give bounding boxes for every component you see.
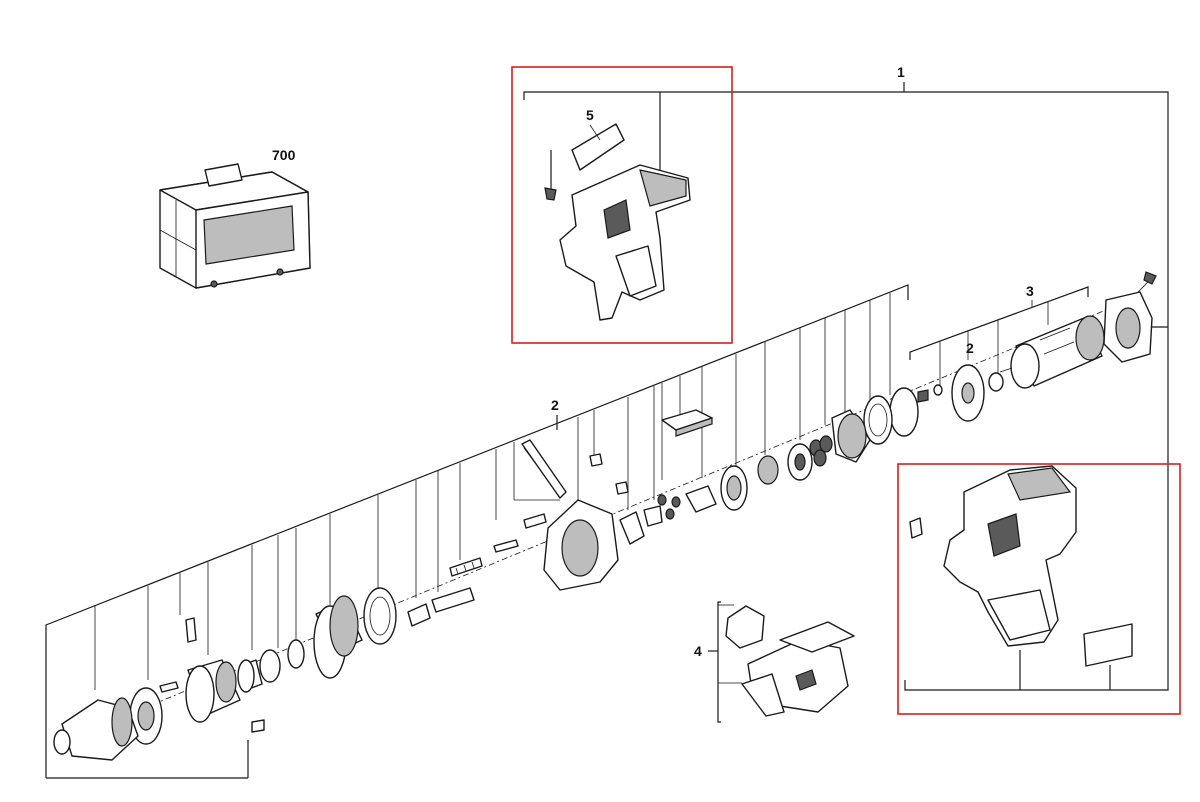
assembly-brackets bbox=[45, 82, 1169, 779]
washer-part bbox=[889, 387, 919, 437]
motor-part bbox=[999, 315, 1105, 389]
retaining-ring-part bbox=[287, 639, 305, 669]
callout-labels: 1 5 700 3 2 2 4 bbox=[272, 64, 1034, 659]
torque-ring-part bbox=[363, 587, 397, 645]
bracket-clip-part bbox=[661, 409, 713, 437]
motor-pinion-part bbox=[988, 372, 1004, 392]
chuck-screw-part bbox=[159, 681, 179, 693]
planet-carrier-part bbox=[787, 443, 813, 481]
screw-clips-part bbox=[589, 453, 629, 495]
sleeve-part bbox=[237, 659, 263, 693]
callout-700: 700 bbox=[272, 147, 296, 163]
spring-clip-part bbox=[185, 617, 265, 733]
planet-gears-part bbox=[809, 435, 833, 467]
switch-assembly-part bbox=[725, 605, 855, 717]
housing-half-highlight-box bbox=[511, 66, 733, 344]
gear-part bbox=[757, 455, 779, 485]
clutch-plate-part bbox=[685, 485, 717, 513]
callout-4: 4 bbox=[694, 643, 702, 659]
callout-2-gearbox: 2 bbox=[551, 397, 559, 413]
callout-3: 3 bbox=[1026, 283, 1034, 299]
callout-1: 1 bbox=[897, 64, 905, 80]
front-housing-part bbox=[521, 439, 619, 591]
carrying-case-part bbox=[159, 163, 311, 289]
left-housing-half-part bbox=[544, 123, 691, 321]
small-bearings-part bbox=[657, 494, 681, 520]
bushing-part bbox=[259, 649, 281, 683]
collar-part bbox=[185, 659, 241, 723]
spindle-lock-part bbox=[407, 603, 431, 627]
spring-part bbox=[449, 557, 483, 577]
keyless-chuck-part bbox=[53, 697, 139, 761]
motor-screw-part bbox=[917, 384, 943, 403]
spindle-part bbox=[431, 587, 475, 613]
right-housing-half-part bbox=[909, 465, 1077, 647]
callout-2-motor: 2 bbox=[966, 340, 974, 356]
pin-part bbox=[493, 539, 519, 553]
adjusting-collar-part bbox=[313, 595, 363, 679]
gearbox-housing-part bbox=[831, 409, 871, 463]
label-plate-part bbox=[1083, 623, 1133, 667]
callout-5: 5 bbox=[586, 107, 594, 123]
cam-part bbox=[619, 511, 645, 545]
clutch-ring-part bbox=[720, 465, 748, 511]
thrust-washer-part bbox=[643, 505, 663, 527]
motor-mounting-plate-part bbox=[951, 364, 985, 422]
ring-gear-part bbox=[863, 395, 893, 445]
motor-end-cap-part bbox=[1103, 271, 1157, 363]
housing-handle-highlight-box bbox=[897, 463, 1181, 715]
spindle-screw-part bbox=[523, 513, 547, 529]
